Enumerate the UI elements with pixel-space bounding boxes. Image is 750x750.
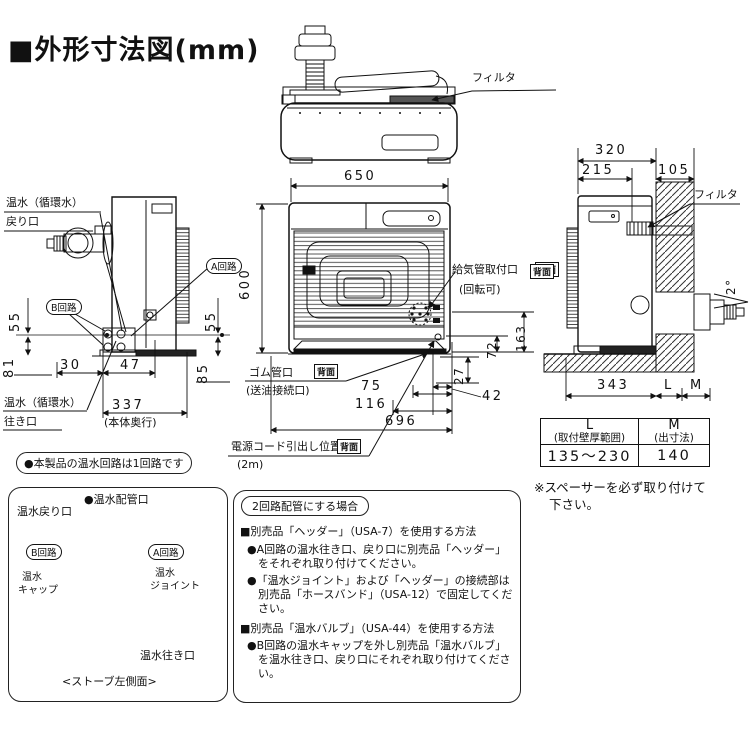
dim-320: 320 [595,143,628,158]
dim-600: 600 [238,267,253,300]
spec-col1-sub: (取付壁厚範囲) [553,431,626,444]
top-view-drawing [281,26,556,163]
spec-col1-header: L [585,418,594,433]
dim-M: M [690,378,704,393]
power-cord-note: (2m) [237,458,264,471]
dim-696: 696 [385,414,418,429]
two-circuit-instructions: ■別売品「ヘッダー」（USA-7）を使用する方法 ●A回路の温水往き口、戻り口に… [240,519,514,685]
circuit-b-badge: B回路 [46,299,82,315]
return-port-label: 戻り口 [6,215,39,228]
supply-port-label: 往き口 [4,415,37,428]
dim-L: L [664,378,674,393]
right-filter-label: フィルタ [694,188,738,201]
cap-label-2: キャップ [18,585,58,596]
dim-81: 81 [2,356,17,378]
rubber-port-label: ゴム管口 [249,366,293,379]
body-depth-note: (本体奥行) [104,416,157,429]
dim-27: 27 [452,366,466,385]
instruction-item: ●B回路の温水キャップを外し別売品「温水バルブ」を温水往き口、戻り口にそれぞれ取… [247,639,511,680]
cap-label-1: 温水 [22,572,42,583]
dim-337: 337 [112,398,145,413]
panel-circuit-a-badge: A回路 [148,544,184,560]
spacer-note-line1: ※スペーサーを必ず取り付けて [534,480,706,495]
spec-col2-value: 140 [638,444,710,468]
two-circuit-panel [233,490,521,703]
instruction-item: ●A回路の温水往き口、戻り口に別売品「ヘッダー」をそれぞれ取り付けてください。 [247,542,507,570]
dim-30: 30 [60,358,82,373]
dim-75: 75 [361,379,383,394]
instruction-item: ■別売品「温水バルブ」（USA-44）を使用する方法 [240,621,495,635]
spacer-note-line2: 下さい。 [549,497,600,512]
dim-343: 343 [597,378,630,393]
dim-angle-2deg: 2° [724,278,738,295]
panel-supply-port-label: 温水往き口 [140,649,195,662]
instruction-item: ●「温水ジョイント」および「ヘッダー」の接続部は別売品「ホースバンド」（USA-… [247,574,513,615]
joint-label-2: ジョイント [150,581,200,592]
single-circuit-badge: ●本製品の温水回路は1回路です [16,452,192,474]
dim-55-left: 55 [8,310,23,332]
rubber-back-badge: 背面 [314,364,339,379]
panel-return-port-label: 温水戻り口 [17,505,72,518]
circuit-a-badge: A回路 [206,258,242,274]
left-view-drawing [3,197,230,430]
dim-163: 163 [514,324,528,352]
power-cord-back-badge: 背面 [337,439,362,454]
dim-85: 85 [196,362,211,384]
spec-col2-header: M [668,418,680,433]
dim-55-right: 55 [204,310,219,332]
panel-circuit-b-badge: B回路 [26,544,62,560]
supply-water-label: 温水（循環水） [4,396,81,409]
spec-col2-sub: (出寸法) [654,431,694,444]
dim-47: 47 [120,358,142,373]
joint-label-1: 温水 [155,568,175,579]
dim-72: 72 [485,340,499,359]
dim-42: 42 [482,389,504,404]
two-circuit-heading: 2回路配管にする場合 [241,496,370,516]
air-inlet-label: 給気管取付口 [452,263,518,276]
page-title: ■外形寸法図(mm) [8,35,260,66]
air-inlet-note: (回転可) [459,283,501,296]
pipe-port-label: ●温水配管口 [84,493,149,506]
dim-650: 650 [344,169,377,184]
return-water-label: 温水（循環水） [6,196,83,209]
dim-105: 105 [658,163,691,178]
stove-left-caption: <ストーブ左側面> [62,675,157,688]
dim-215: 215 [582,163,615,178]
front-view-drawing [228,178,534,456]
right-back-badge: 背面 [530,264,555,279]
rubber-port-note: (送油接続口) [246,384,310,397]
spec-col1-value: 135～230 [539,444,640,468]
dim-116: 116 [355,397,388,412]
left-side-panel [8,487,228,702]
instruction-item: ■別売品「ヘッダー」（USA-7）を使用する方法 [240,525,477,538]
power-cord-label: 電源コード引出し位置 [231,440,341,453]
wall-spec-table: L (取付壁厚範囲) M (出寸法) 135～230 140 [539,417,710,468]
top-filter-label: フィルタ [472,71,516,84]
right-view-drawing [544,148,748,401]
